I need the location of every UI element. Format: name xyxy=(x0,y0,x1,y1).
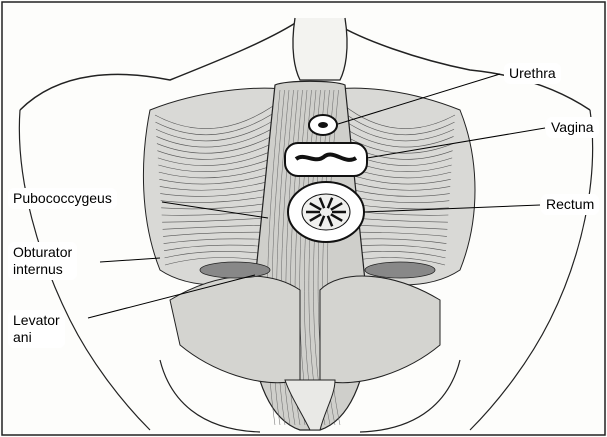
label-rectum: Rectum xyxy=(541,194,599,215)
label-obturator-internus: Obturator internus xyxy=(8,242,77,280)
right-gap xyxy=(365,262,435,278)
label-levator-ani: Levator ani xyxy=(8,310,65,348)
label-urethra: Urethra xyxy=(504,63,561,84)
label-levator-line2: ani xyxy=(13,329,60,346)
left-gap xyxy=(200,262,270,278)
label-obturator-line2: internus xyxy=(13,261,72,278)
label-levator-line1: Levator xyxy=(13,312,60,329)
urethra-lumen xyxy=(318,122,328,128)
label-pubococcygeus: Pubococcygeus xyxy=(8,188,117,209)
label-obturator-line1: Obturator xyxy=(13,244,72,261)
pubic-symphysis xyxy=(293,18,347,80)
label-vagina: Vagina xyxy=(546,117,599,138)
